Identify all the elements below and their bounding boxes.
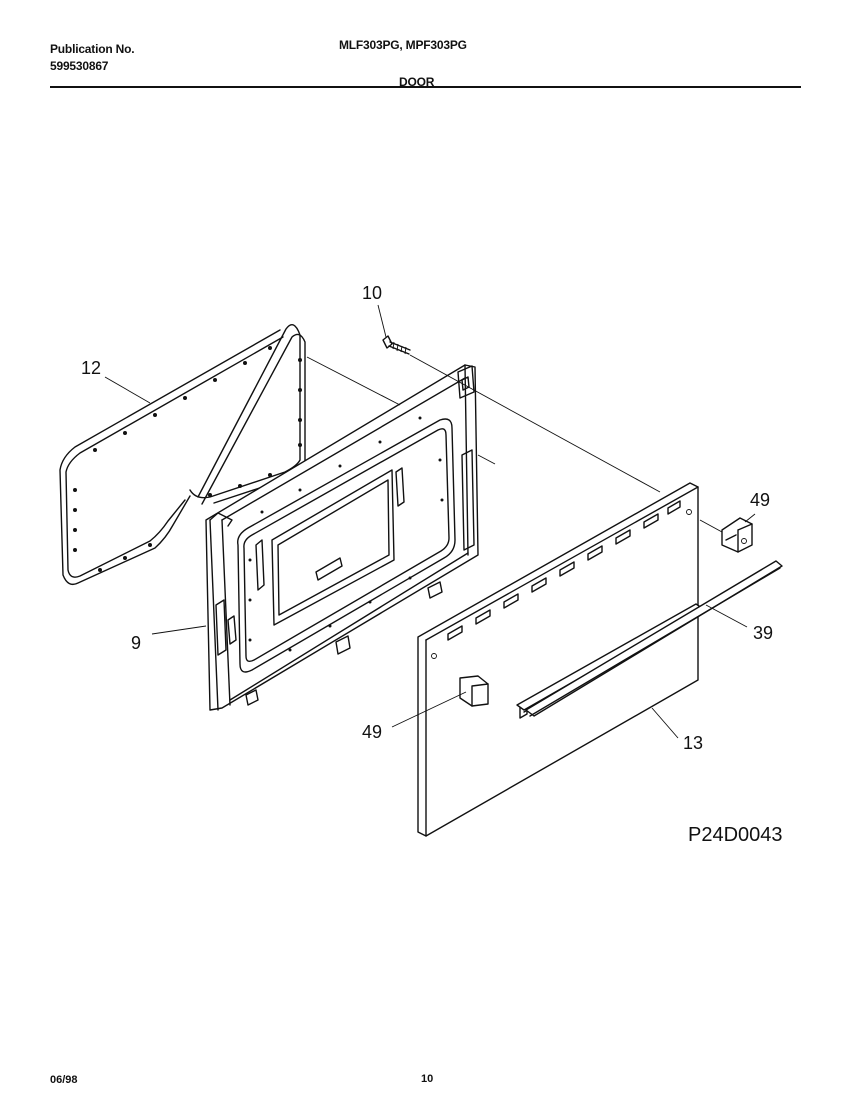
screw-part [382, 335, 411, 355]
publication-label: Publication No. [50, 42, 135, 56]
callout-10: 10 [362, 283, 382, 303]
handle-trim-part [525, 560, 783, 717]
model-numbers: MLF303PG, MPF303PG [339, 38, 467, 52]
callout-leaders [104, 304, 756, 739]
page-number: 10 [421, 1073, 434, 1085]
callout-13: 13 [683, 733, 703, 753]
callout-9: 9 [131, 633, 141, 653]
diagram-id: P24D0043 [688, 824, 783, 846]
publication-number: 599530867 [50, 59, 109, 73]
handle-end-cap-part [721, 517, 753, 553]
callout-49-bottom: 49 [362, 722, 382, 742]
header-rule [50, 86, 801, 88]
callout-39: 39 [753, 623, 773, 643]
section-title: DOOR [399, 75, 435, 89]
outer-door-panel-part [417, 482, 703, 837]
footer-date: 06/98 [50, 1074, 78, 1086]
callout-49-top: 49 [750, 490, 770, 510]
callout-12: 12 [81, 358, 101, 378]
exploded-view-lines [306, 354, 723, 533]
inner-door-frame-part [205, 364, 479, 711]
